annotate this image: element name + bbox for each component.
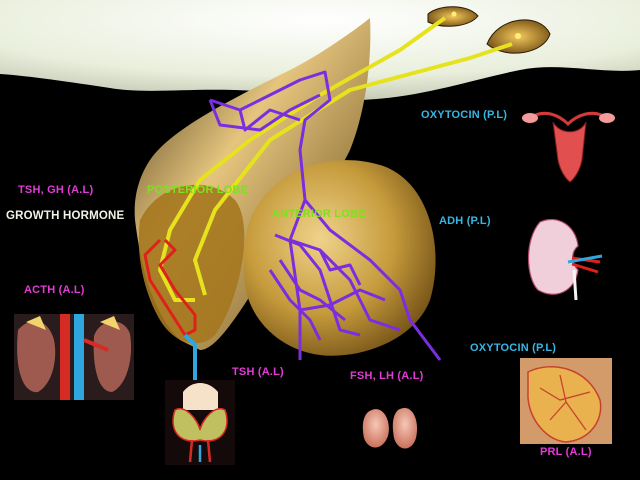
label-fsh-lh: FSH, LH (A.L) — [350, 370, 424, 382]
hypothalamic-tract — [158, 16, 513, 302]
testes-icon — [362, 408, 418, 449]
portal-vessels — [208, 70, 442, 361]
label-prl: PRL (A.L) — [540, 446, 592, 458]
hypophyseal-vessels — [143, 238, 197, 380]
nerve-cell-icon — [427, 6, 551, 54]
label-growth-hormone: GROWTH HORMONE — [6, 210, 125, 222]
adrenal-kidney-icon — [14, 314, 134, 400]
hypothalamus-region — [0, 0, 640, 101]
label-adh: ADH (P.L) — [439, 215, 491, 227]
kidney-icon — [528, 218, 603, 301]
uterus-icon — [522, 111, 615, 183]
mammary-gland-icon — [520, 358, 612, 444]
label-anterior-lobe: ANTERIOR LOBE — [272, 208, 366, 220]
label-posterior-lobe: POSTERIOR LOBE — [147, 184, 249, 196]
label-tsh: TSH (A.L) — [232, 366, 284, 378]
label-acth: ACTH (A.L) — [24, 284, 85, 296]
label-tsh-gh: TSH, GH (A.L) — [18, 184, 94, 196]
thyroid-icon — [165, 380, 235, 465]
label-oxytocin-top: OXYTOCIN (P.L) — [421, 109, 508, 121]
label-oxytocin-bottom: OXYTOCIN (P.L) — [470, 342, 557, 354]
anterior-lobe-shape — [243, 160, 436, 356]
